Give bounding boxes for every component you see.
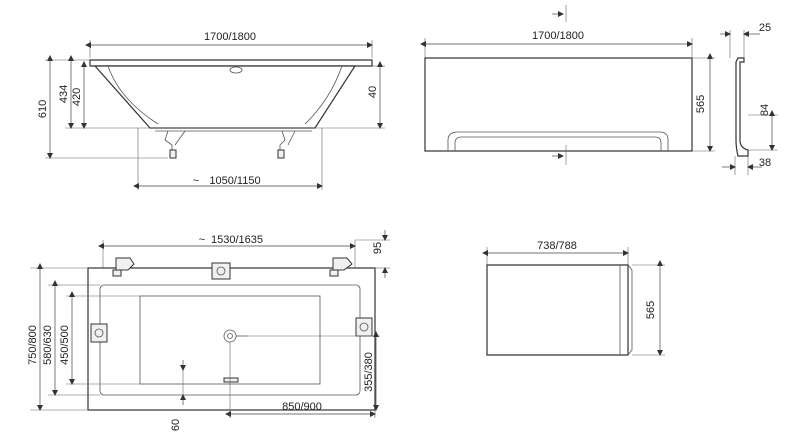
side-height-434-label: 434 bbox=[58, 85, 70, 103]
top-inner-length-label: 1530/1635 bbox=[211, 234, 263, 246]
bracket-top-icon bbox=[211, 262, 231, 280]
profile-bottom-label: 38 bbox=[759, 157, 771, 169]
side-panel-width-label: 738/788 bbox=[537, 240, 577, 252]
bracket-left-icon bbox=[90, 323, 108, 343]
top-view: ~ 1530/1635 bbox=[27, 230, 390, 431]
top-bottom-label: 60 bbox=[170, 419, 182, 431]
front-panel-height-label: 565 bbox=[695, 95, 707, 113]
side-height-420-label: 420 bbox=[71, 88, 83, 106]
top-drain-offset-label: 355/380 bbox=[363, 352, 375, 392]
top-width-inner-label: 450/500 bbox=[59, 325, 71, 365]
top-width-outer-label: 750/800 bbox=[27, 325, 39, 365]
panel-profile-view: 25 84 38 bbox=[720, 22, 778, 175]
side-base-approx-symbol: ~ bbox=[193, 175, 199, 187]
profile-top-label: 25 bbox=[759, 22, 771, 34]
top-drain-pos-label: 850/900 bbox=[282, 401, 322, 413]
faucet-right-icon bbox=[329, 257, 353, 277]
side-length-label: 1700/1800 bbox=[204, 31, 256, 43]
bracket-right-icon bbox=[355, 317, 373, 337]
profile-mid-label: 84 bbox=[759, 104, 771, 116]
side-section-view: 1700/1800 610 434 420 40 bbox=[37, 31, 385, 190]
front-panel-length-label: 1700/1800 bbox=[532, 30, 584, 42]
side-panel-height-label: 565 bbox=[645, 301, 657, 319]
top-width-mid-label: 580/630 bbox=[42, 325, 54, 365]
side-rim-40-label: 40 bbox=[367, 86, 379, 98]
front-panel-view: 1700/1800 565 bbox=[420, 5, 715, 165]
top-rim-label: 95 bbox=[372, 242, 384, 254]
top-inner-approx-symbol: ~ bbox=[199, 234, 205, 246]
faucet-left-icon bbox=[112, 257, 135, 277]
side-base-label: 1050/1150 bbox=[209, 175, 260, 187]
side-panel-view: 738/788 565 bbox=[482, 240, 665, 356]
side-height-610-label: 610 bbox=[37, 100, 49, 118]
